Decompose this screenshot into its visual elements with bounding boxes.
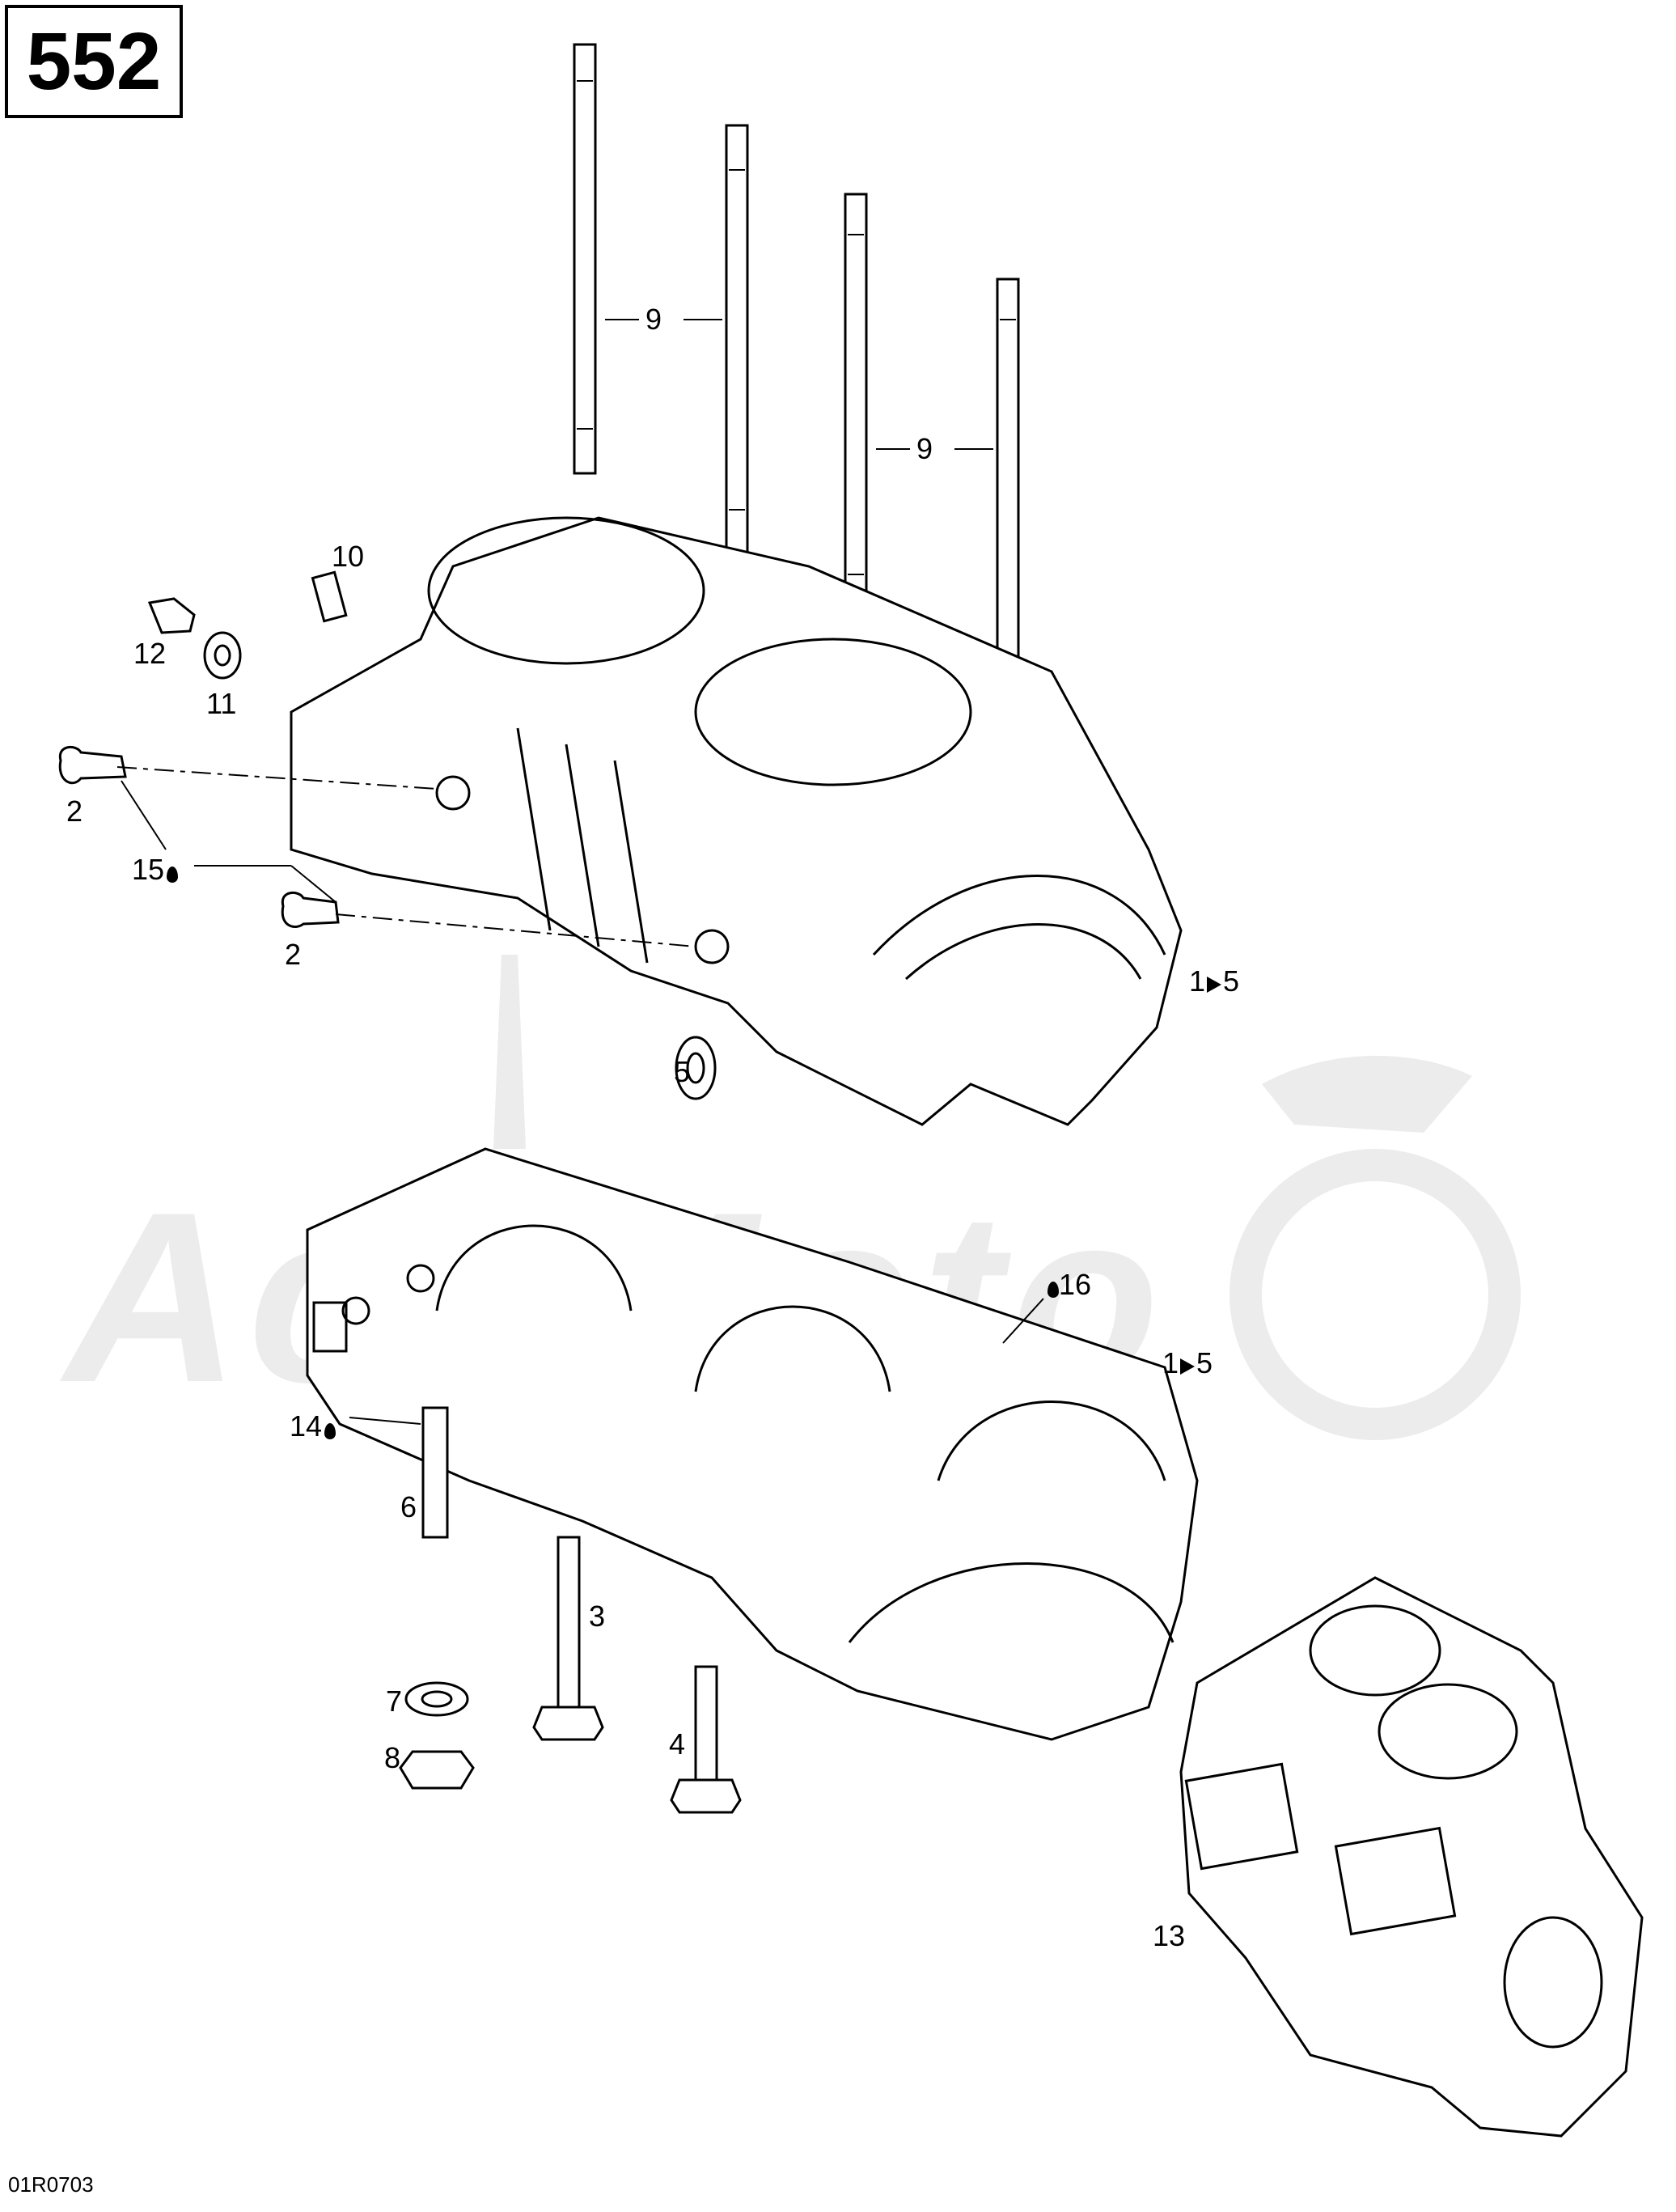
drawing-code: 01R0703 [8,2172,94,2197]
callout-4: 4 [669,1727,686,1761]
diagram-number-badge: 552 [5,5,183,118]
lower-crankcase [306,1147,1199,1741]
nut-8 [399,1750,475,1790]
callout-15-number: 15 [132,853,165,886]
callout-range-start: 1 [1189,964,1206,998]
callout-8: 8 [384,1741,401,1774]
engine-assembly-13 [1179,1576,1644,2138]
lubricant-drop-icon [324,1423,336,1439]
screw-12 [147,597,196,634]
callout-7: 7 [386,1684,403,1718]
callout-range-start: 1 [1162,1346,1179,1379]
bolt-4 [670,1665,742,1814]
callout-6: 6 [400,1490,417,1523]
callout-16-number: 16 [1059,1268,1092,1301]
callout-3: 3 [589,1600,606,1633]
callout-range-end: 5 [1223,964,1240,998]
stud-9-4 [996,278,1020,710]
callout-12: 12 [133,637,167,670]
stud-6 [421,1406,449,1539]
callout-16: 16 [1045,1270,1091,1299]
stud-9-3 [844,193,868,625]
upper-crankcase [290,516,1183,1126]
callout-10: 10 [332,540,365,573]
callout-15: 15 [132,853,179,886]
lubricant-drop-icon [1048,1282,1059,1298]
callout-2-lower: 2 [285,938,302,971]
callout-13: 13 [1153,1919,1186,1952]
callout-14-number: 14 [290,1409,323,1443]
bolt-3 [532,1536,604,1741]
plug-2-lower [281,891,340,928]
callout-14: 14 [290,1412,336,1441]
stud-9-2 [725,124,749,556]
lubricant-drop-icon [167,867,179,883]
callout-11: 11 [206,687,237,720]
plug-2-upper [58,745,127,785]
callout-range-end: 5 [1196,1346,1213,1379]
callout-9-right: 9 [916,432,933,465]
washer-7 [404,1681,469,1717]
fitting-10 [311,570,348,623]
arrow-right-icon [1180,1358,1196,1375]
seal-5 [675,1036,717,1100]
callout-2-upper: 2 [66,795,83,828]
washer-11 [203,631,242,680]
callout-5: 5 [674,1055,691,1088]
arrow-right-icon [1207,977,1222,993]
callout-9-left: 9 [645,303,662,336]
stud-9-1 [573,43,597,475]
